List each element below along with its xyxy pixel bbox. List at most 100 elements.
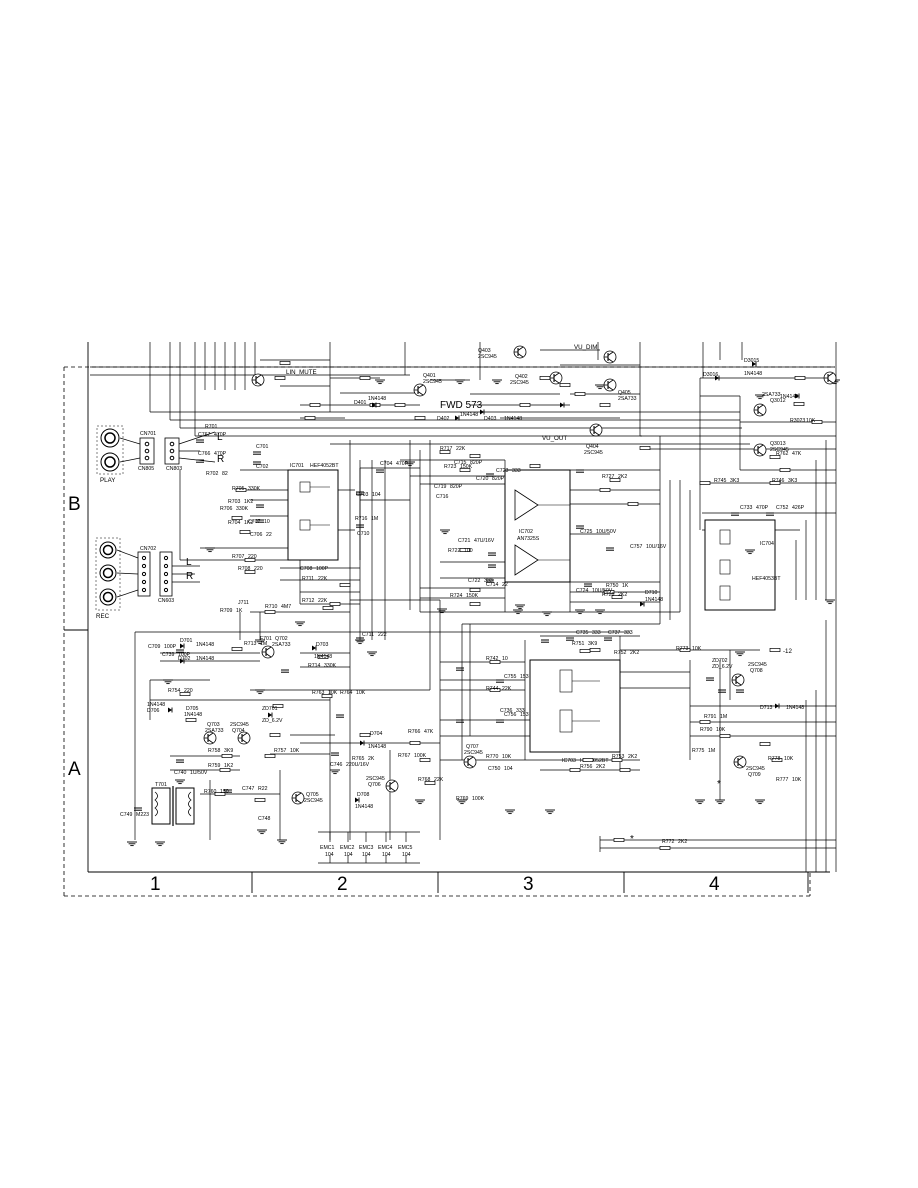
c733-value: 470P [756,505,769,511]
r702-value: 82 [222,471,228,477]
r717-ref: R717 [440,446,453,452]
c723-ref: C723 [496,468,509,474]
d705-part: 1N4148 [184,712,202,718]
r760-ref: R760 [204,789,217,795]
r712-value: 22K [318,598,328,604]
r713-value: 1M [260,641,267,647]
r742-value: 10 [502,656,508,662]
r710-ref: R710 [265,604,278,610]
c766-value: 470P [214,451,227,457]
c767-ref: C767 [198,432,211,438]
ic701-box [287,469,355,561]
emc3-value: 104 [362,852,371,858]
c750-value: 104 [504,766,513,772]
r762-ref: R762 [776,451,789,457]
d713-part: 1N4148 [786,705,804,711]
c750-ref: C750 [488,766,501,772]
zd701-part: ZD_6.2V [262,718,283,724]
q404-part: 2SC945 [584,450,603,456]
r773-value: 10K [692,646,702,652]
c747-ref: C747 [242,786,255,792]
r757-value: 10K [290,748,300,754]
emc-bank [318,831,420,864]
d3015-ref: D3015 [744,358,759,364]
c748-ref: C748 [258,816,271,822]
c709-ref: C709 [148,644,161,650]
q706-part: 2SC945 [366,776,385,782]
r727-value: 2K2 [618,474,627,480]
c716-ref: C716 [436,494,449,500]
emc1-ref: EMC1 [320,845,335,851]
r769-value: 100K [472,796,485,802]
rec-jack-group [95,537,200,611]
r775-value: 1M [708,748,715,754]
r744-ref: R744 [486,686,499,692]
c715-ref: C715 [454,460,467,466]
r728-ref: R728 [602,592,615,598]
r706-value: 330K [236,506,249,512]
column-label-3: 3 [523,874,534,895]
r758-ref: R758 [208,748,221,754]
r750-value: 1K [622,583,629,589]
d702-ref: D702 [178,656,191,662]
row-label-a: A [68,759,81,780]
diode-labels: D401 1N4148 D402 1N4148 D403 1N4148 D701… [147,358,804,810]
c756-ref: C756 [504,712,517,718]
d713-ref: D713 [760,705,773,711]
d704-ref: D704 [370,731,383,737]
emc1-value: 104 [325,852,334,858]
c725-value: 10U/50V [596,529,617,535]
r769-ref: R769 [456,796,469,802]
d703-ref: D703 [316,642,329,648]
d402-ref: D402 [437,416,450,422]
c706-value: 22 [266,532,272,538]
r703-value: 1K2 [244,499,253,505]
r713-ref: R713 [244,641,257,647]
q404-ref: Q404 [586,444,599,450]
r722-ref: R722 [448,548,461,554]
r746-value: 3K3 [788,478,797,484]
r758-value: 3K9 [224,748,233,754]
column-label-2: 2 [337,874,348,895]
r709-value: 1K [236,608,243,614]
cn701-label: CN701 [140,431,156,437]
d706-ref: D706 [147,708,160,714]
r756-ref: R756 [580,764,593,770]
ic703-part: HEF4052BT [580,758,609,764]
r704-value: 1K2 [244,520,253,526]
c746-ref: C746 [330,762,343,768]
c707-value: 10 [264,519,270,525]
d710-part: 1N4148 [645,597,663,603]
q3013-part: 2SC945 [770,447,789,453]
c708-value: 100P [316,566,329,572]
c757-value: 10U/16V [646,544,667,550]
r711-value: 22K [318,576,328,582]
r775-ref: R775 [692,748,705,754]
row-label-b: B [68,494,81,515]
d3016-ref: D3016 [703,372,718,378]
q3013-ref: Q3013 [770,441,786,447]
column-label-4: 4 [709,874,720,895]
c752-value: 426P [792,505,805,511]
d710-ref: D710 [645,590,658,596]
r701-ref: R701 [205,424,218,430]
play-jack-group [96,425,216,475]
r778-value: 10K [784,756,794,762]
q702-ref: Q702 [275,636,288,642]
cn803-label: CN803 [166,466,182,472]
c755-ref: C755 [504,674,517,680]
c722-ref: C722 [468,578,481,584]
r757-ref: R757 [274,748,287,754]
channel-r-label-mid: R [186,571,193,582]
r716-ref: R716 [355,516,368,522]
d403-part: 1N4148 [504,416,522,422]
c709-value: 100P [164,644,177,650]
r764-value: 10K [356,690,366,696]
r756-value: 2K2 [596,764,605,770]
r791-value: 1M [720,714,727,720]
r717-value: 22K [456,446,466,452]
d708-ref: D708 [357,792,370,798]
d3016-part: 1N4148 [780,394,798,400]
r723-ref: R723 [444,464,457,470]
